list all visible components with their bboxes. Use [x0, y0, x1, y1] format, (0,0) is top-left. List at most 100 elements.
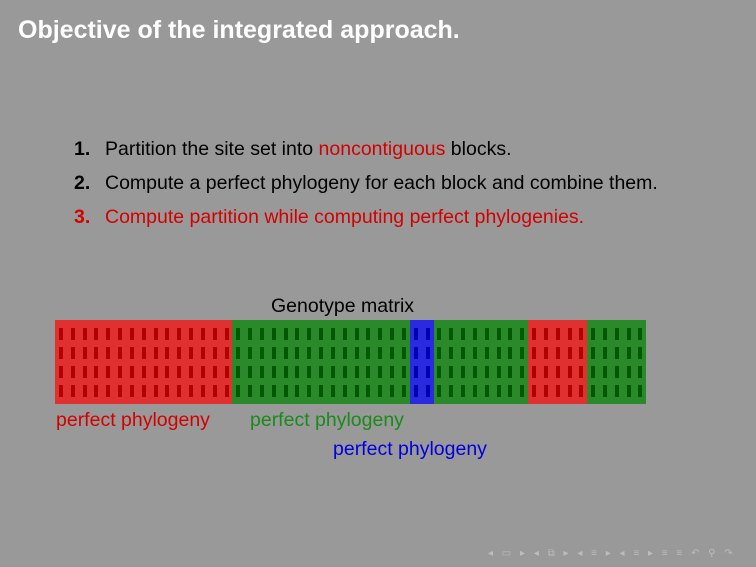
matrix-cell [496, 384, 501, 397]
matrix-column [339, 320, 351, 404]
matrix-cell [248, 346, 253, 359]
matrix-cell [366, 365, 371, 378]
matrix-column [161, 320, 173, 404]
matrix-cell [70, 384, 75, 397]
matrix-cell [378, 346, 383, 359]
block-label-blue: perfect phylogeny [333, 438, 487, 460]
matrix-cell [106, 384, 111, 397]
matrix-column [457, 320, 469, 404]
matrix-cell [354, 327, 359, 340]
matrix-column [386, 320, 398, 404]
matrix-cell [153, 327, 158, 340]
matrix-cell [70, 327, 75, 340]
matrix-cell [591, 365, 596, 378]
matrix-cell [177, 384, 182, 397]
matrix-cell [165, 346, 170, 359]
matrix-cell [141, 365, 146, 378]
matrix-column [611, 320, 623, 404]
matrix-column [351, 320, 363, 404]
matrix-column [587, 320, 599, 404]
matrix-cell [638, 346, 643, 359]
matrix-column [256, 320, 268, 404]
matrix-cell [165, 384, 170, 397]
matrix-cell [283, 346, 288, 359]
beamer-navigation-icons[interactable]: ◂ ▭ ▸ ◂ ⧉ ▸ ◂ ≡ ▸ ◂ ≡ ▸ ≡ ≡ ↶ ⚲ ↷ [488, 548, 736, 559]
matrix-column [516, 320, 528, 404]
matrix-cell [413, 327, 418, 340]
matrix-cell [224, 346, 229, 359]
matrix-cell [378, 384, 383, 397]
matrix-cell [520, 346, 525, 359]
matrix-cell [106, 365, 111, 378]
matrix-cell [638, 327, 643, 340]
matrix-column [504, 320, 516, 404]
matrix-cell [118, 365, 123, 378]
matrix-cell [58, 384, 63, 397]
matrix-cell [484, 346, 489, 359]
matrix-cell [366, 327, 371, 340]
matrix-cell [354, 365, 359, 378]
matrix-column [303, 320, 315, 404]
matrix-cell [413, 384, 418, 397]
matrix-cell [271, 365, 276, 378]
matrix-cell [224, 327, 229, 340]
matrix-cell [378, 327, 383, 340]
matrix-cell [472, 384, 477, 397]
matrix-cell [449, 327, 454, 340]
matrix-cell [461, 346, 466, 359]
item-number: 3. [74, 206, 91, 228]
matrix-cell [484, 384, 489, 397]
matrix-cell [401, 384, 406, 397]
matrix-cell [129, 384, 134, 397]
matrix-cell [401, 346, 406, 359]
matrix-cell [413, 365, 418, 378]
matrix-cell [342, 384, 347, 397]
matrix-cell [390, 327, 395, 340]
matrix-cell [224, 384, 229, 397]
matrix-cell [543, 365, 548, 378]
matrix-column [126, 320, 138, 404]
matrix-cell [330, 327, 335, 340]
matrix-cell [354, 384, 359, 397]
matrix-cell [319, 384, 324, 397]
matrix-cell [484, 327, 489, 340]
matrix-cell [271, 327, 276, 340]
matrix-cell [401, 365, 406, 378]
matrix-column [150, 320, 162, 404]
matrix-cell [271, 384, 276, 397]
matrix-cell [626, 327, 631, 340]
matrix-column [244, 320, 256, 404]
matrix-cell [555, 384, 560, 397]
matrix-cell [390, 384, 395, 397]
matrix-cell [567, 365, 572, 378]
matrix-cell [520, 384, 525, 397]
matrix-cell [543, 384, 548, 397]
matrix-cell [603, 346, 607, 359]
matrix-cell [189, 365, 194, 378]
matrix-cell [319, 327, 324, 340]
highlight-word: noncontiguous [318, 138, 446, 160]
matrix-column [493, 320, 505, 404]
matrix-column [623, 320, 635, 404]
matrix-cell [118, 346, 123, 359]
matrix-block [587, 320, 647, 404]
matrix-column [374, 320, 386, 404]
matrix-cell [591, 346, 596, 359]
matrix-cell [508, 365, 513, 378]
matrix-column [481, 320, 493, 404]
matrix-cell [614, 327, 619, 340]
matrix-cell [449, 346, 454, 359]
matrix-cell [295, 365, 300, 378]
matrix-cell [532, 365, 537, 378]
matrix-cell [508, 384, 513, 397]
matrix-cell [177, 327, 182, 340]
matrix-cell [508, 327, 513, 340]
matrix-cell [390, 365, 395, 378]
matrix-column [209, 320, 221, 404]
matrix-column [315, 320, 327, 404]
matrix-cell [177, 346, 182, 359]
matrix-cell [153, 365, 158, 378]
matrix-column [138, 320, 150, 404]
block-label-red: perfect phylogeny [56, 409, 210, 431]
matrix-block [433, 320, 529, 404]
